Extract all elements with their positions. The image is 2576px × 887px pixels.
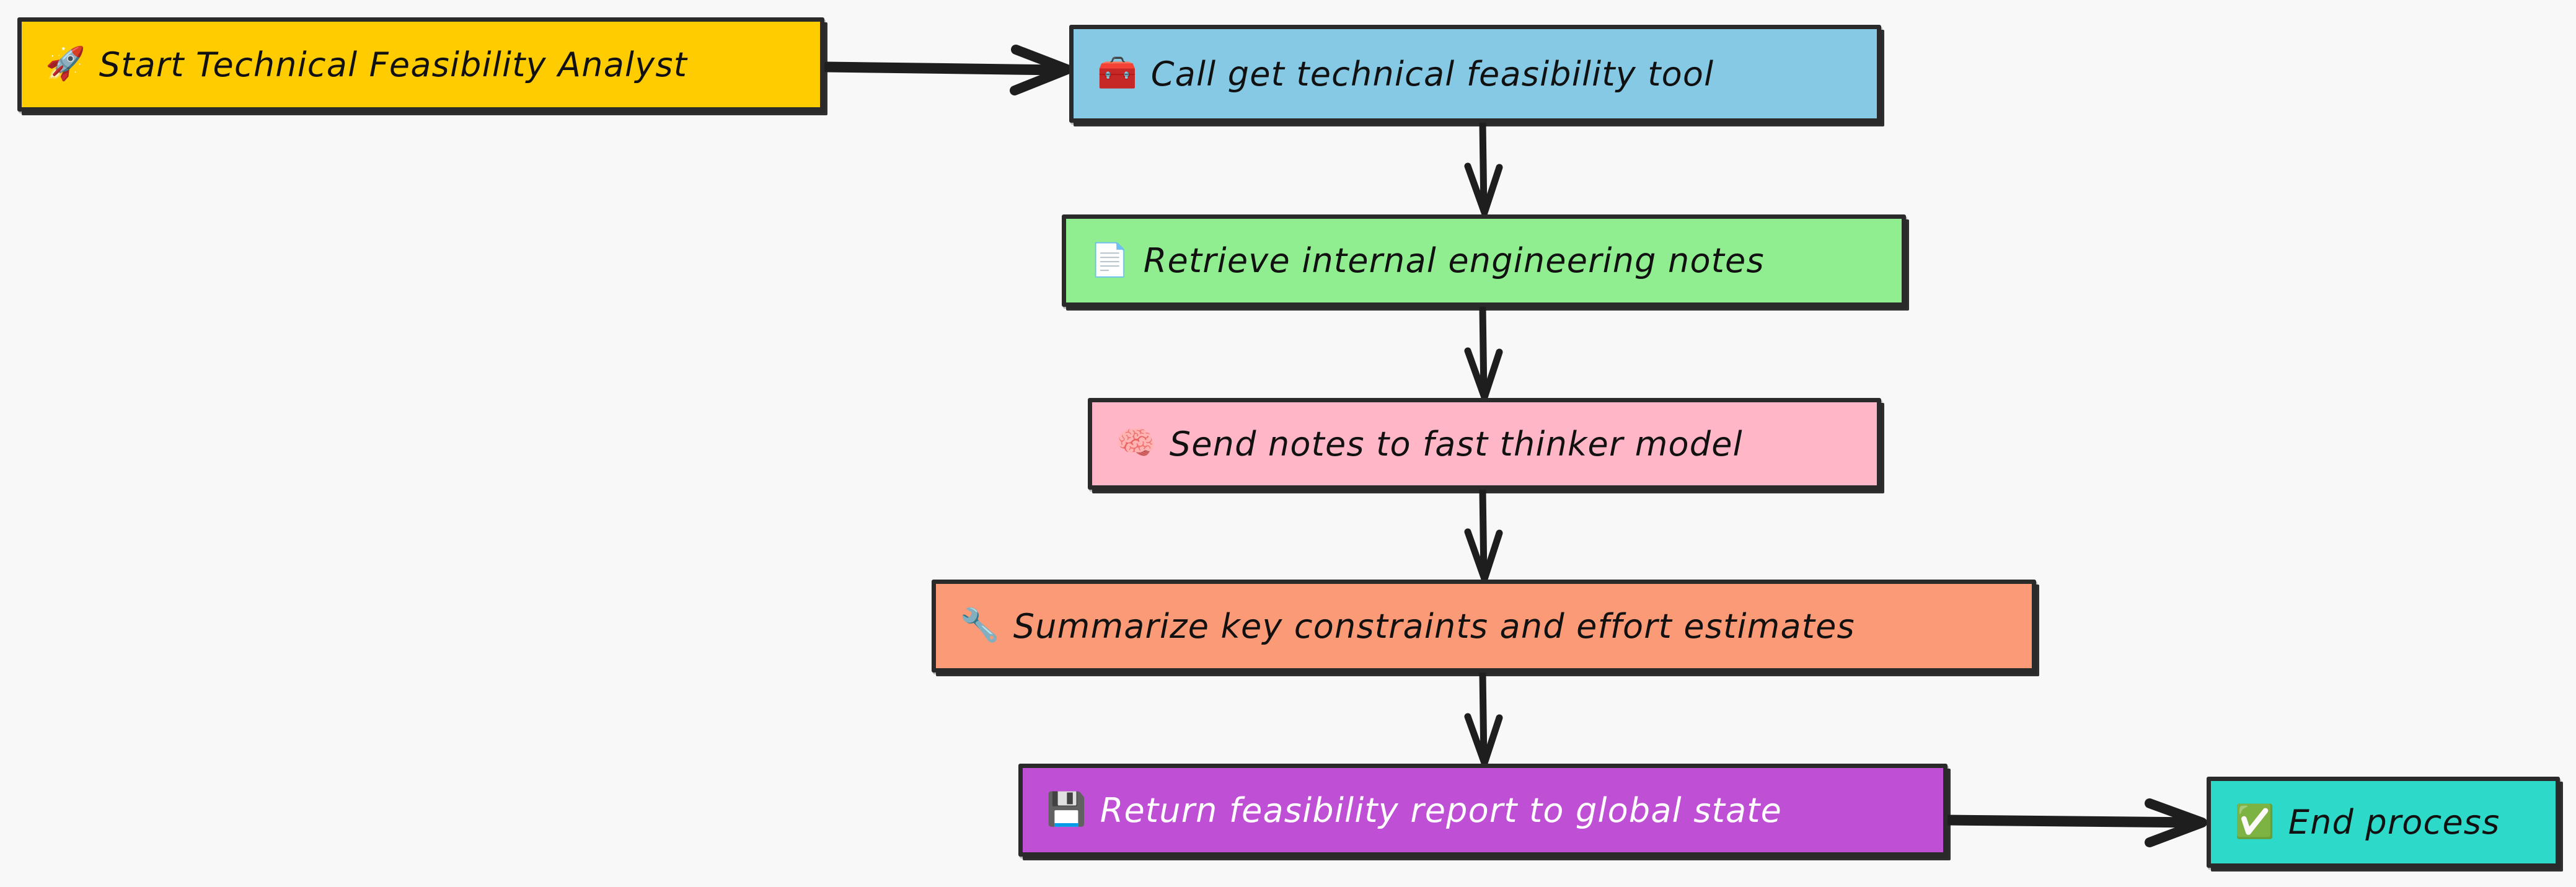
toolbox-icon: 🧰 [1097, 55, 1137, 92]
node-return-feasibility-report-to-global-state[interactable]: 💾 Return feasibility report to global st… [1018, 764, 1947, 857]
node-retrieve-internal-engineering-notes[interactable]: 📄 Retrieve internal engineering notes [1062, 214, 1906, 307]
edge-send-to-summarize [1464, 487, 1503, 583]
node-label: Start Technical Feasibility Analyst [99, 45, 688, 84]
node-label: Send notes to fast thinker model [1169, 424, 1743, 464]
node-label: Call get technical feasibility tool [1150, 54, 1714, 94]
check-mark-button-icon: ✅ [2234, 803, 2275, 841]
node-send-notes-to-fast-thinker-model[interactable]: 🧠 Send notes to fast thinker model [1088, 398, 1881, 490]
edge-retrieve-to-send [1464, 304, 1503, 401]
edge-call-tool-to-retrieve [1464, 120, 1503, 216]
node-summarize-key-constraints-and-effort-estimates[interactable]: 🔧 Summarize key constraints and effort e… [932, 580, 2036, 673]
node-label: Return feasibility report to global stat… [1100, 790, 1783, 830]
node-start-technical-feasibility-analyst[interactable]: 🚀 Start Technical Feasibility Analyst [17, 17, 824, 112]
node-label: End process [2288, 803, 2500, 842]
node-label: Retrieve internal engineering notes [1143, 241, 1765, 280]
edge-start-to-call-tool [821, 45, 1072, 95]
floppy-disk-icon: 💾 [1046, 791, 1087, 828]
edge-return-to-end [1942, 798, 2207, 847]
rocket-icon: 🚀 [45, 45, 86, 82]
document-icon: 📄 [1090, 241, 1130, 279]
node-label: Summarize key constraints and effort est… [1013, 606, 1855, 646]
node-end-process[interactable]: ✅ End process [2207, 777, 2560, 868]
wrench-icon: 🔧 [959, 607, 1000, 644]
edge-summarize-to-return [1464, 670, 1503, 767]
node-call-get-technical-feasibility-tool[interactable]: 🧰 Call get technical feasibility tool [1069, 25, 1881, 123]
brain-icon: 🧠 [1116, 425, 1156, 462]
